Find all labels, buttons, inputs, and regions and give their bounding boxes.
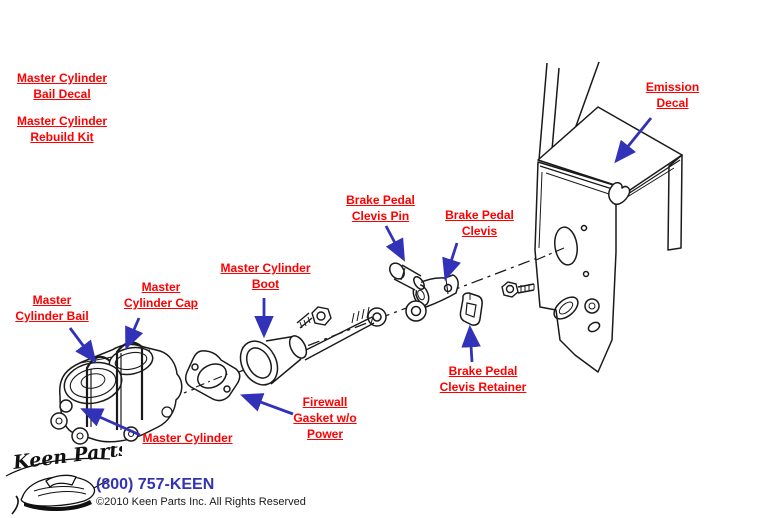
arrow-retainer: [461, 324, 481, 363]
firewall-panel-drawing: [534, 61, 683, 373]
arrow-emission-decal: [614, 117, 653, 164]
arrow-cap: [125, 317, 144, 350]
label-brake-pedal-clevis[interactable]: Brake Pedal Clevis: [445, 208, 514, 238]
arrow-bail: [68, 327, 97, 364]
arrow-clevis-pin: [384, 225, 405, 262]
label-master-cylinder-cap[interactable]: Master Cylinder Cap: [123, 280, 198, 310]
centerline: [167, 246, 567, 400]
logo-script-text: Keen Parts: [11, 446, 122, 474]
gasket-drawing: [184, 350, 241, 402]
label-master-cylinder-bail-decal[interactable]: Master Cylinder Bail Decal: [16, 71, 108, 101]
label-master-cylinder-rebuild-kit[interactable]: Master Cylinder Rebuild Kit: [16, 114, 108, 144]
logo-car-sketch: [5, 457, 111, 515]
label-brake-pedal-clevis-pin[interactable]: Brake Pedal Clevis Pin: [346, 193, 415, 223]
label-master-cylinder[interactable]: Master Cylinder: [142, 431, 233, 445]
arrow-gasket: [240, 393, 294, 416]
label-emission-decal[interactable]: Emission Decal: [645, 80, 700, 110]
firewall-bolt-drawing: [501, 281, 535, 298]
push-rod-drawing: [301, 306, 375, 361]
clevis-pin-drawing: [389, 262, 425, 291]
phone-number: (800) 757-KEEN: [96, 476, 215, 493]
bolt-drawing: [296, 306, 332, 329]
master-cylinder-drawing: [50, 341, 183, 445]
label-brake-pedal-clevis-retainer[interactable]: Brake Pedal Clevis Retainer: [439, 364, 527, 394]
label-master-cylinder-boot[interactable]: Master Cylinder Boot: [220, 261, 311, 291]
clevis-retainer-drawing: [459, 292, 483, 326]
copyright-text: ©2010 Keen Parts Inc. All Rights Reserve…: [96, 496, 306, 508]
washer-drawing: [405, 300, 427, 322]
arrow-master-cylinder: [80, 408, 141, 437]
arrow-clevis: [442, 242, 461, 281]
label-firewall-gasket-wo-power[interactable]: Firewall Gasket w/o Power: [293, 395, 357, 441]
keen-parts-logo: Keen Parts: [5, 446, 122, 515]
leader-arrows: [68, 117, 653, 437]
label-master-cylinder-bail[interactable]: Master Cylinder Bail: [15, 293, 89, 323]
boot-drawing: [239, 335, 308, 386]
